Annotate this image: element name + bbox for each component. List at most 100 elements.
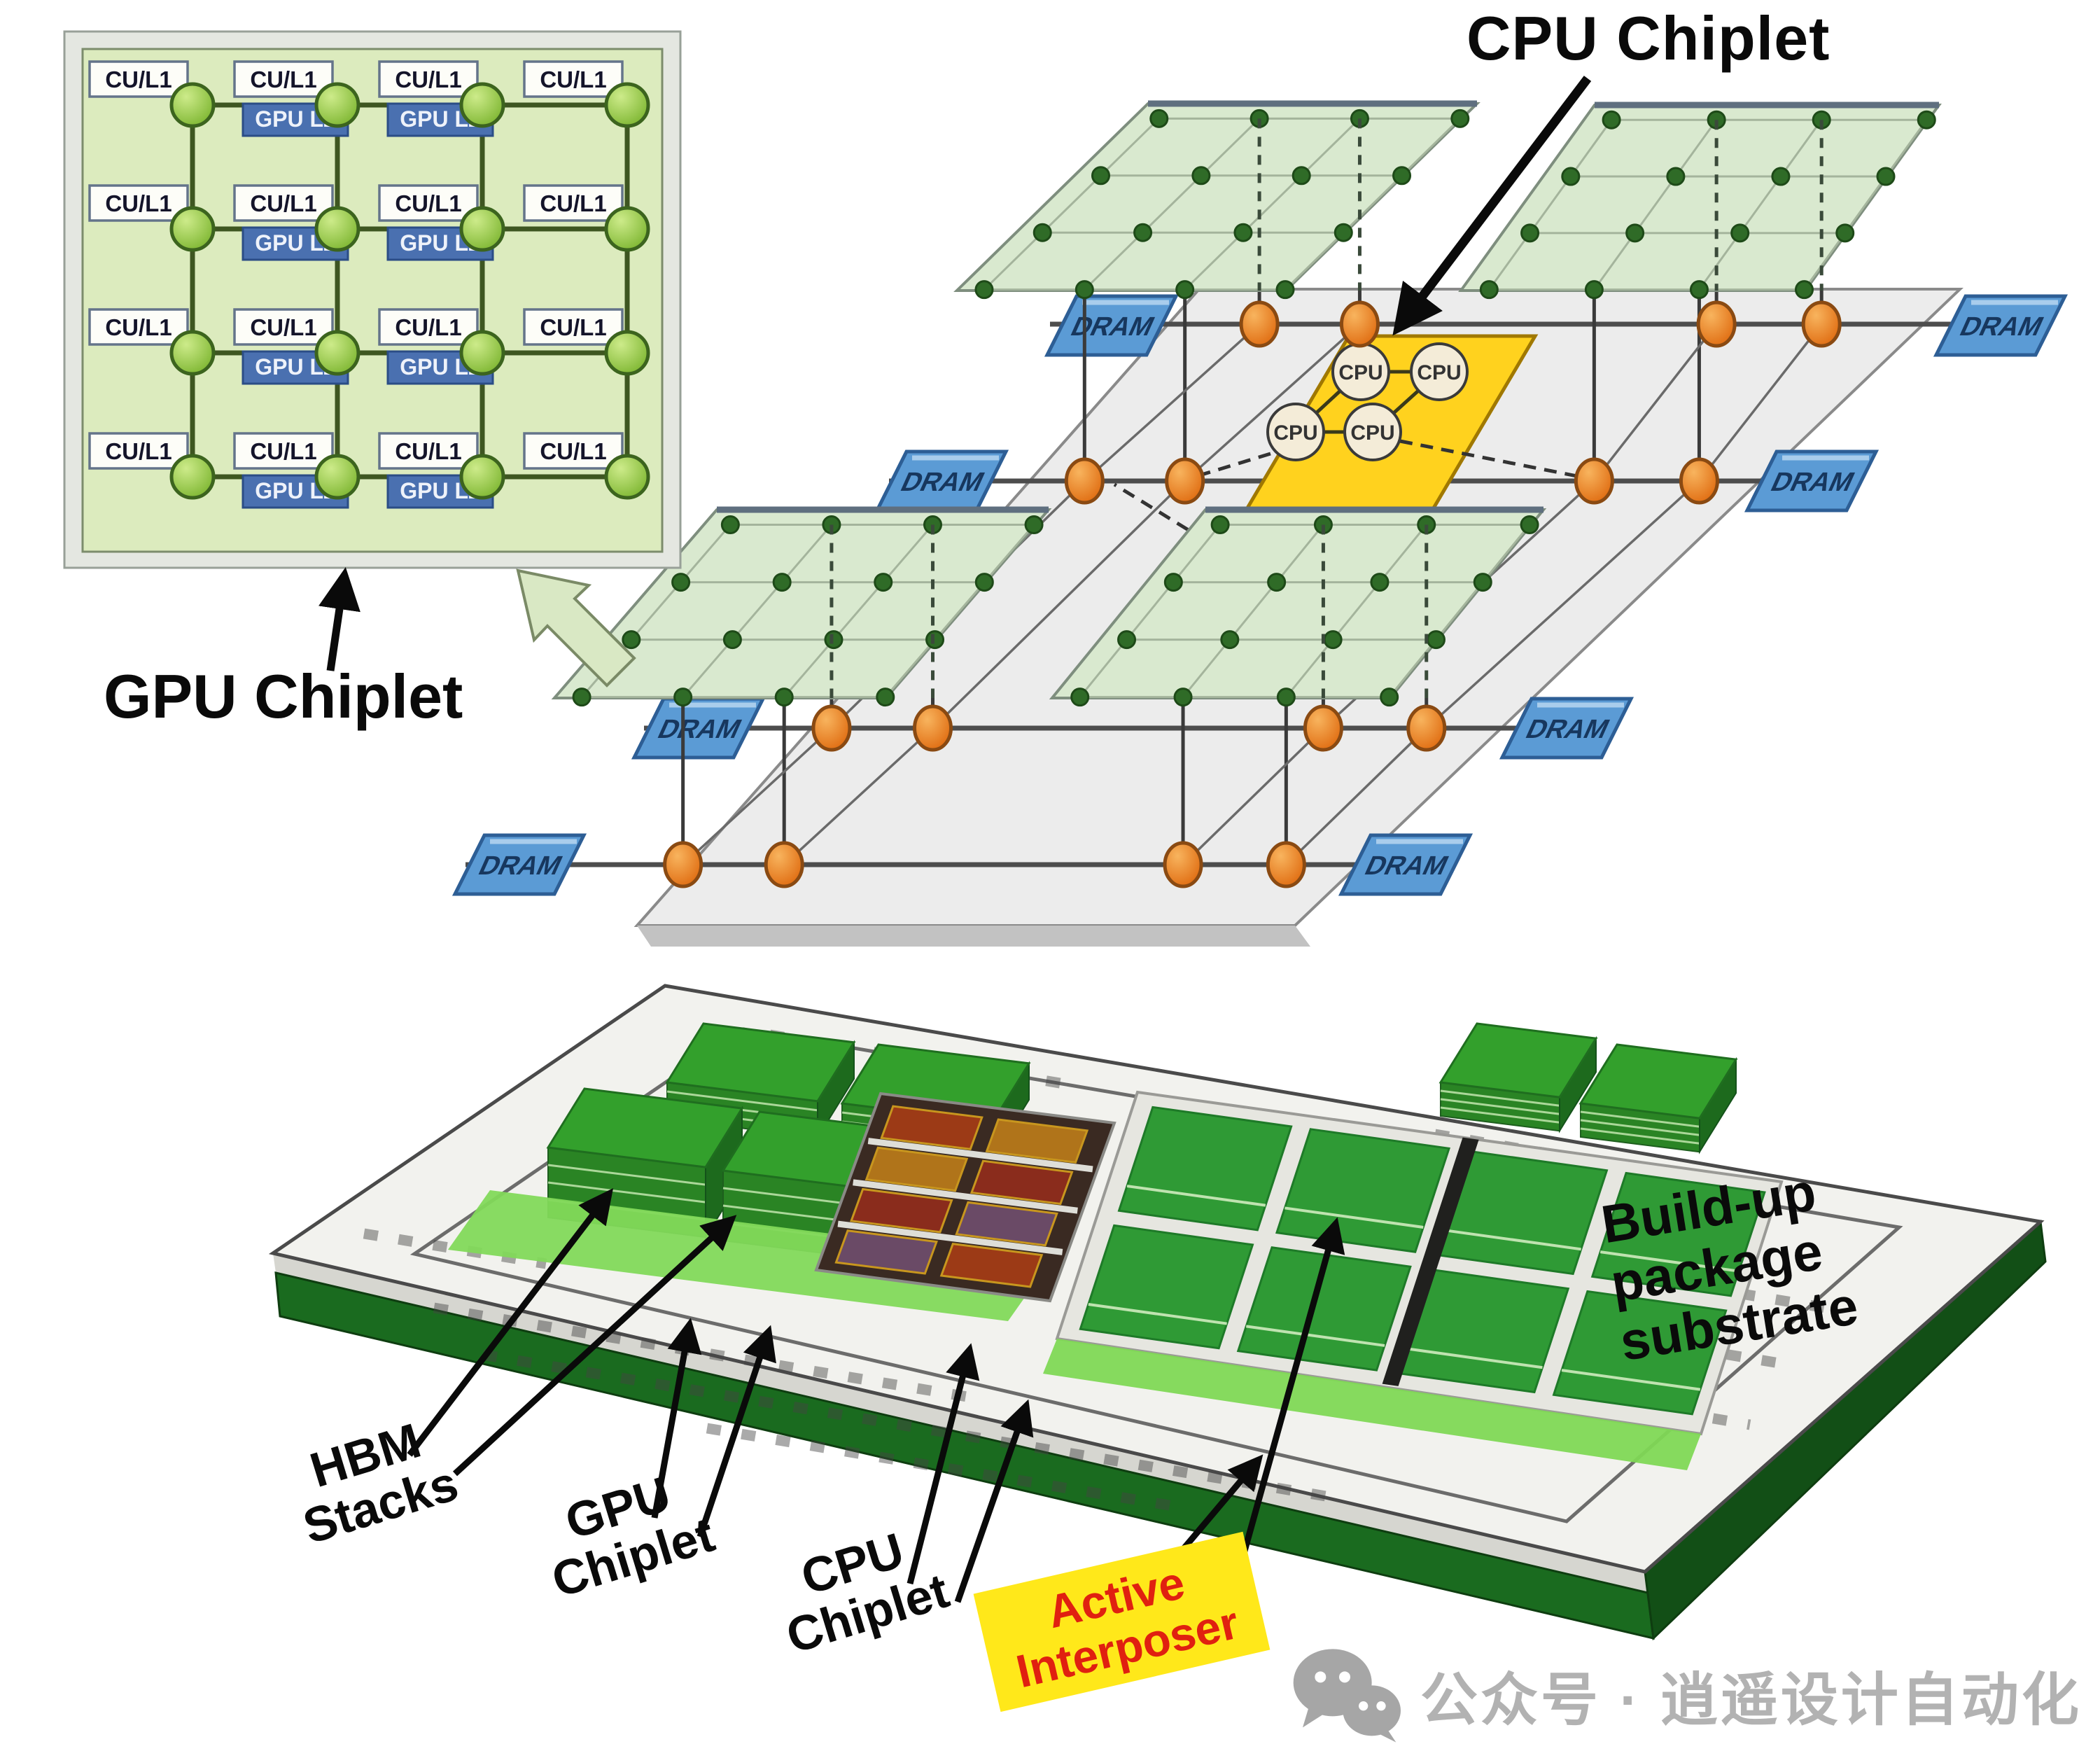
mesh-router-dot (1450, 109, 1470, 128)
hbm-stack-layer (547, 1164, 706, 1186)
dram-chip: DRAM (451, 833, 587, 896)
mesh-router-dot (720, 515, 740, 535)
annotation-arrows (318, 76, 1592, 1603)
cpu-core-label: CPU (1338, 361, 1382, 384)
cu-l1-label: CU/L1 (105, 438, 172, 464)
router-node (1064, 457, 1105, 505)
cu-l1-block (233, 60, 334, 98)
mesh-router-dot (1292, 166, 1311, 186)
cpu-chiplet-die (834, 1229, 938, 1275)
dram-chip: DRAM (1338, 833, 1474, 896)
cu-l1-block (233, 308, 334, 346)
dram-body (451, 833, 587, 896)
dram-body (1933, 294, 2068, 357)
gpu-stack-tower-layer (1440, 1089, 1560, 1107)
mesh-router-dot (1794, 280, 1814, 300)
cu-l1-label: CU/L1 (395, 314, 461, 340)
cpu-core (1266, 403, 1325, 461)
cu-l1-label: CU/L1 (250, 67, 316, 92)
dram-chip: DRAM (1499, 697, 1634, 760)
dram-label: DRAM (1955, 312, 2048, 342)
gpu-die-layer (1442, 1228, 1581, 1251)
mesh-router-dot (1074, 280, 1094, 300)
pad-row (363, 1228, 547, 1269)
cu-l1-label: CU/L1 (105, 314, 172, 340)
gpu-chiplet-inset-label: GPU Chiplet (104, 662, 463, 731)
plane-grid-line (1803, 119, 1928, 291)
mesh-router-dot (1334, 223, 1353, 242)
dram-chip: DRAM (1044, 294, 1180, 357)
dram-label: DRAM (474, 851, 567, 881)
inset-router-node (604, 454, 650, 500)
mesh-router-dot (722, 630, 742, 650)
inset-router-node (604, 330, 650, 376)
inset-router-node (314, 206, 360, 252)
mesh-router-dot (1276, 688, 1296, 707)
inset-router-node (459, 82, 505, 128)
cu-l1-block (88, 184, 189, 222)
annotation-arrow (651, 1318, 702, 1519)
noc-diagonal-link (783, 323, 1361, 866)
router-node (1679, 457, 1719, 505)
dram-label: DRAM (896, 468, 989, 497)
mesh-router-dot (772, 573, 792, 592)
cu-l1-block (88, 308, 189, 346)
plane-grid-line (1084, 118, 1261, 291)
cpu-noc-dashed-link (1399, 439, 1588, 480)
router-node (1574, 457, 1614, 505)
mesh-router-dot (1091, 166, 1110, 186)
mesh-router-dot (774, 688, 794, 707)
mesh-router-dot (1175, 280, 1195, 300)
gpu-mesh-planes (551, 100, 1942, 707)
mesh-router-dot (1917, 110, 1936, 130)
gpu-stack-tower-layer (1580, 1127, 1700, 1145)
plane-grid-line (1488, 119, 1613, 291)
cpu-chiplet-top-label: CPU Chiplet (1466, 4, 1830, 73)
router-node (1239, 300, 1280, 348)
interposer-rail (837, 1220, 1063, 1255)
mesh-router-dot (1233, 223, 1253, 242)
plane-grid-line (783, 524, 934, 698)
gpu-stack-tower-top (1578, 1043, 1738, 1119)
cu-l1-block (378, 432, 479, 470)
mesh-router-dot (1730, 223, 1750, 243)
cu-l1-label: CU/L1 (540, 314, 606, 340)
plane-grid-line (1285, 524, 1427, 698)
cpu-chiplet-die (864, 1146, 969, 1192)
hbm-stack-layer (666, 1090, 818, 1112)
mesh-router-dot (1520, 515, 1539, 535)
mesh-router-dot (1771, 167, 1791, 186)
mesh-router-dot (1133, 223, 1153, 242)
pad-row (433, 1302, 981, 1404)
dram-label: DRAM (1766, 468, 1859, 497)
plane-grid-line (1182, 524, 1324, 698)
cpu-chiplet-die (969, 1159, 1074, 1206)
mesh-router-dot (1876, 167, 1896, 186)
dram-label: DRAM (653, 715, 746, 744)
plane-grid-line (1079, 524, 1222, 698)
annotation-arrow (906, 1343, 980, 1585)
plane-grid-line (1593, 119, 1718, 291)
interposer-rail (867, 1138, 1093, 1173)
mesh-router-dot (1835, 223, 1855, 243)
router-node (811, 704, 852, 752)
cu-l1-label: CU/L1 (395, 438, 461, 464)
mesh-router-dot (1561, 167, 1581, 186)
cu-l1-label: CU/L1 (105, 190, 172, 216)
inset-router-node (459, 454, 505, 500)
annotation-arrow (1232, 1217, 1345, 1585)
gpu-stack-tower-layer (1580, 1110, 1700, 1128)
plane-grid-line (1284, 118, 1461, 291)
mesh-router-dot (1024, 515, 1044, 535)
dram-body (1499, 697, 1634, 760)
dram-chip: DRAM (1744, 449, 1879, 512)
cu-l1-label: CU/L1 (540, 190, 606, 216)
cu-l1-block (378, 60, 479, 98)
mesh-router-dot (974, 280, 994, 300)
gpu-stack-tower-layer (1440, 1098, 1560, 1115)
gpu-chiplet-plane (1458, 104, 1942, 292)
